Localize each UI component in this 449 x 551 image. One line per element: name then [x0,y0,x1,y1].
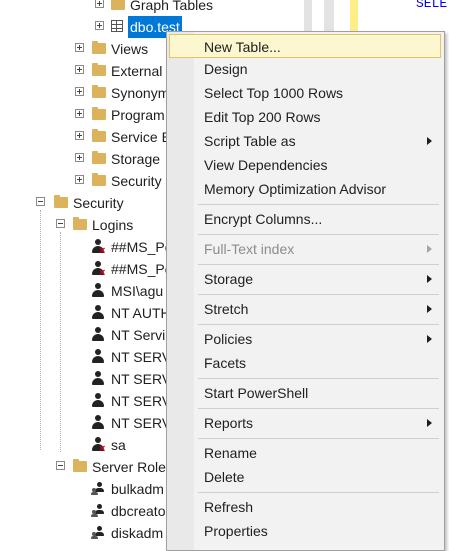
tree-node-role[interactable]: bulkadm [0,478,300,500]
menu-item-script-table[interactable]: Script Table as [169,129,441,153]
menu-item-select-top[interactable]: Select Top 1000 Rows [204,85,344,101]
expand-icon[interactable] [75,87,84,96]
sql-keyword: SELE [416,0,448,11]
tree-node-role[interactable]: dbcreato [0,500,300,522]
user-disabled-icon: × [91,261,105,279]
menu-item-encrypt-columns[interactable]: Encrypt Columns... [204,211,323,227]
folder-icon [92,173,106,186]
menu-item-design[interactable]: Design [204,61,248,77]
tree-node-login[interactable]: × ##MS_Po [0,236,300,258]
menu-separator [198,438,439,439]
server-role-icon [91,526,105,540]
menu-item-stretch[interactable]: Stretch [169,297,441,321]
tree-node-login[interactable]: NT SERV [0,346,300,368]
menu-item-properties[interactable]: Properties [204,523,268,539]
submenu-arrow-icon [427,245,432,253]
user-icon [91,327,105,343]
user-icon [91,349,105,365]
expand-icon[interactable] [75,153,84,162]
tree-node-storage[interactable]: Storage [0,148,300,170]
menu-item-storage[interactable]: Storage [169,267,441,291]
folder-icon [54,195,68,208]
menu-icon-gutter [167,32,194,550]
menu-separator [198,264,439,265]
menu-item-refresh[interactable]: Refresh [204,499,254,515]
table-icon [111,20,123,32]
menu-separator [198,378,439,379]
menu-item-reports[interactable]: Reports [169,411,441,435]
menu-separator [198,492,439,493]
user-icon [91,283,105,299]
user-icon [91,415,105,431]
menu-separator [198,408,439,409]
menu-item-fulltext-index: Full-Text index [169,237,441,261]
tree-node-login[interactable]: NT SERV [0,368,300,390]
folder-icon [92,107,106,120]
folder-icon [92,129,106,142]
expand-icon[interactable] [75,43,84,52]
tree-node-server-roles[interactable]: Server Role [0,456,300,478]
tree-node-login[interactable]: NT SERV [0,412,300,434]
menu-item-view-dependencies[interactable]: View Dependencies [204,157,328,173]
expand-icon[interactable] [75,109,84,118]
expand-icon[interactable] [95,0,104,8]
folder-icon [92,41,106,54]
user-disabled-icon: × [91,437,105,455]
user-disabled-icon: × [91,239,105,257]
collapse-icon[interactable] [36,197,45,206]
menu-separator [198,294,439,295]
menu-item-memory-optimization[interactable]: Memory Optimization Advisor [204,181,387,197]
user-icon [91,305,105,321]
tree-node-external[interactable]: External [0,60,300,82]
tree-node-programmability[interactable]: Program [0,104,300,126]
folder-icon [73,217,87,230]
menu-separator [198,204,439,205]
collapse-icon[interactable] [56,461,65,470]
menu-item-new-table[interactable]: New Table... [169,34,441,58]
menu-separator [198,234,439,235]
tree-node-service-broker[interactable]: Service B [0,126,300,148]
tree-node-login[interactable]: NT Servi [0,324,300,346]
folder-icon [92,151,106,164]
menu-separator [198,324,439,325]
server-role-icon [91,482,105,496]
folder-icon [92,85,106,98]
context-menu: New Table... Design Select Top 1000 Rows… [166,31,445,551]
folder-icon [111,0,125,10]
tree-node-login[interactable]: × sa [0,434,300,456]
menu-item-rename[interactable]: Rename [204,445,257,461]
submenu-arrow-icon [427,305,432,313]
change-marker [350,0,358,50]
folder-icon [92,63,106,76]
menu-item-facets[interactable]: Facets [204,355,247,371]
menu-item-policies[interactable]: Policies [169,327,441,351]
user-icon [91,371,105,387]
user-icon [91,393,105,409]
folder-icon [73,459,87,472]
tree-node-synonyms[interactable]: Synonym [0,82,300,104]
tree-node-login[interactable]: NT SERV [0,390,300,412]
tree-node-graph-tables[interactable]: Graph Tables [0,0,300,16]
tree-node-views[interactable]: Views [0,38,300,60]
submenu-arrow-icon [427,419,432,427]
expand-icon[interactable] [95,21,104,30]
server-role-icon [91,504,105,518]
expand-icon[interactable] [75,175,84,184]
expand-icon[interactable] [75,131,84,140]
tree-node-login[interactable]: NT AUTH [0,302,300,324]
tree-node-security[interactable]: Security [0,192,300,214]
expand-icon[interactable] [75,65,84,74]
tree-node-login[interactable]: × ##MS_Po [0,258,300,280]
menu-item-edit-top[interactable]: Edit Top 200 Rows [204,109,321,125]
menu-item-delete[interactable]: Delete [204,469,245,485]
menu-item-start-powershell[interactable]: Start PowerShell [204,385,309,401]
submenu-arrow-icon [427,335,432,343]
tree-node-security-db[interactable]: Security [0,170,300,192]
submenu-arrow-icon [427,137,432,145]
tree-node-logins[interactable]: Logins [0,214,300,236]
collapse-icon[interactable] [56,219,65,228]
tree-node-login[interactable]: MSI\agu [0,280,300,302]
submenu-arrow-icon [427,275,432,283]
